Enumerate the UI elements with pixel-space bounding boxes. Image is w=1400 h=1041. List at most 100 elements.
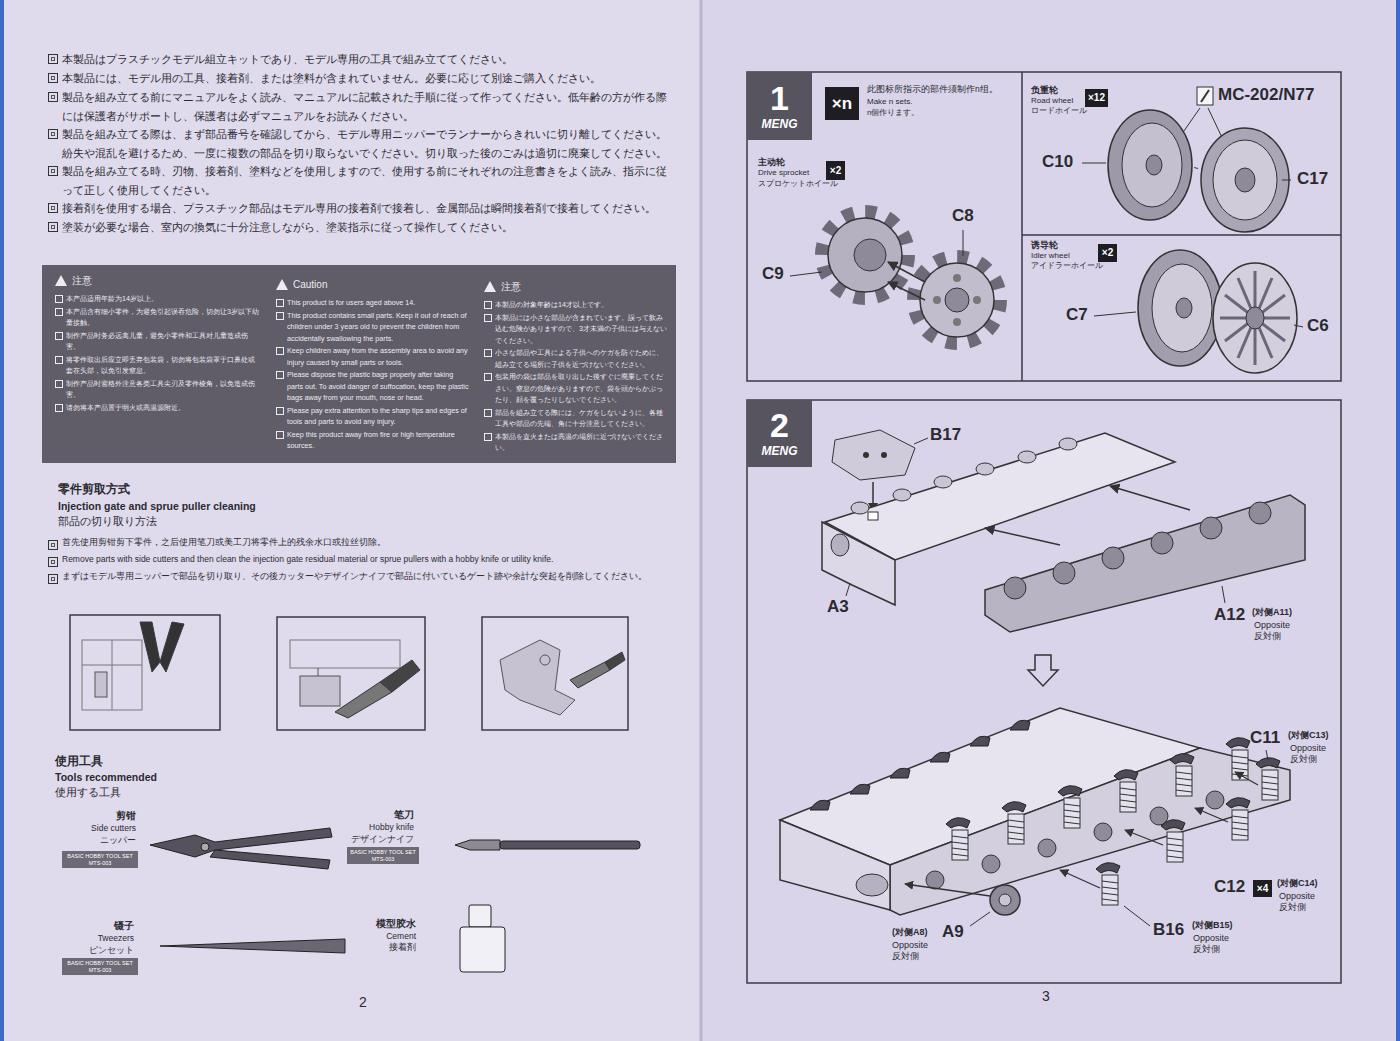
- tool-illustrations: [460, 927, 505, 972]
- step-frames: [1022, 234, 1341, 236]
- hull-upper: [825, 433, 1175, 560]
- hull-upper: [822, 430, 1305, 686]
- tool-illustrations: [201, 843, 209, 851]
- step-frames: [747, 72, 1341, 983]
- part-heading: 诱导轮: [1031, 240, 1058, 251]
- part-heading: ロードホイール: [1031, 106, 1087, 116]
- caution-item: 本产品含有细小零件，为避免引起误吞危险，切勿让3岁以下幼童接触。: [55, 306, 260, 329]
- tool-name: 接着剤: [389, 942, 416, 952]
- hull-lower: [1170, 754, 1194, 796]
- gate-illustrations: [112, 640, 113, 710]
- tool-name: ピンセット: [89, 945, 134, 955]
- hull-lower: [1038, 839, 1056, 857]
- caution-item: 部品を組み立てる際には、ケガをしないように、各種工具や部品の先端、角に十分注意し…: [484, 407, 668, 430]
- tool-name: デザインナイフ: [351, 834, 414, 844]
- hull-lower: [890, 768, 910, 778]
- gate-illustrations: [95, 672, 107, 697]
- hull-lower: [982, 855, 1000, 873]
- hull-lower: [850, 784, 870, 794]
- road-wheels: [1235, 168, 1255, 192]
- drive-sprockets: [920, 263, 994, 337]
- idler-wheels: [1225, 295, 1285, 341]
- quantity-badge: ×2: [1098, 244, 1117, 262]
- glue-icon: [1201, 90, 1209, 102]
- hull-upper: [914, 438, 928, 444]
- tool-name: Tweezers: [98, 933, 134, 943]
- step-frames: [747, 400, 1341, 983]
- tool-name: 笔刀: [394, 809, 414, 821]
- hull-upper: [881, 452, 887, 458]
- quantity-badge: ×4: [1253, 880, 1272, 897]
- gate-illustrations: [140, 622, 160, 672]
- gate-illustrations: [300, 676, 340, 706]
- tool-illustrations: [455, 840, 500, 850]
- gate-illustrations: [70, 615, 628, 730]
- part-number: C8: [952, 206, 974, 226]
- hull-lower: [930, 752, 950, 762]
- idler-wheels: [1213, 263, 1297, 373]
- hull-lower: [1094, 823, 1112, 841]
- opposite-note: 反対側: [1193, 944, 1220, 955]
- opposite-note: Opposite: [1193, 933, 1229, 944]
- opposite-note: Opposite: [892, 940, 928, 951]
- node-text: MTS-003: [372, 856, 395, 862]
- node-text: ×n: [832, 95, 852, 112]
- road-wheels: [1082, 163, 1106, 164]
- caution-item: 请勿将本产品置于明火或高温源附近。: [55, 402, 260, 414]
- hull-upper: [1053, 562, 1075, 584]
- road-wheels: [1282, 180, 1291, 181]
- part-number: C10: [1042, 152, 1073, 172]
- hull-upper: [1028, 655, 1058, 686]
- hull-upper: [831, 534, 849, 556]
- hull-lower: [1124, 906, 1150, 926]
- drive-sprockets: [790, 212, 1000, 343]
- idler-wheels: [1294, 325, 1303, 327]
- part-heading: Idler wheel: [1031, 251, 1070, 261]
- gate-illustrations: [500, 640, 575, 715]
- part-number: B16: [1153, 920, 1184, 940]
- caution-column: 注意本製品の対象年齢は14才以上です。本製品には小さな部品が含まれています。誤っ…: [484, 280, 668, 455]
- road-wheels: [1201, 128, 1289, 232]
- node-text: ×12: [1088, 93, 1105, 103]
- pages: [700, 0, 703, 1041]
- hull-upper: [822, 522, 895, 605]
- part-heading: アイドラーホイール: [1031, 261, 1103, 271]
- tool-name: Hobby knife: [369, 822, 414, 832]
- hull-lower: [1235, 772, 1258, 785]
- caution-heading: 注意: [484, 280, 668, 293]
- hull-lower: [1256, 758, 1280, 800]
- hull-lower: [1096, 863, 1120, 905]
- gate-illustrations: [82, 640, 142, 710]
- drive-sprockets: [933, 296, 941, 304]
- hull-lower: [1010, 720, 1030, 730]
- hull-lower: [1058, 786, 1082, 828]
- hull-lower: [780, 820, 890, 910]
- quantity-badge: ×12: [1085, 89, 1108, 107]
- gate-illustrations: [605, 652, 625, 670]
- caution-item: Keep this product away from fire or high…: [276, 429, 471, 452]
- hull-lower: [1161, 820, 1185, 862]
- part-heading: Drive sprocket: [758, 168, 809, 178]
- part-heading: 负重轮: [1031, 85, 1058, 96]
- drive-sprockets: [888, 282, 925, 300]
- step-frames: [1021, 72, 1023, 381]
- road-wheels: [1146, 155, 1162, 175]
- step-number: 2MENG: [747, 400, 812, 467]
- drive-sprockets: [828, 218, 902, 292]
- opposite-note: (对侧A8): [892, 927, 928, 938]
- caution-item: Please dispose the plastic bags properly…: [276, 369, 471, 404]
- opposite-note: 反対側: [1279, 902, 1306, 913]
- opposite-note: Opposite: [1279, 891, 1315, 902]
- tool-set-tag: BASIC HOBBY TOOL SETMTS-003: [347, 847, 419, 864]
- node-text: ×2: [1102, 248, 1113, 258]
- caution-item: This product contains small parts. Keep …: [276, 310, 471, 345]
- opposite-note: (对侧C13): [1288, 730, 1329, 741]
- caution-item: Keep children away from the assembly are…: [276, 345, 471, 368]
- hull-lower: [926, 871, 944, 889]
- hull-upper: [934, 476, 952, 488]
- tool-name: ニッパー: [100, 835, 136, 845]
- idler-wheels: [1138, 250, 1222, 366]
- tool-name: 镊子: [114, 920, 134, 932]
- hull-upper: [846, 583, 850, 596]
